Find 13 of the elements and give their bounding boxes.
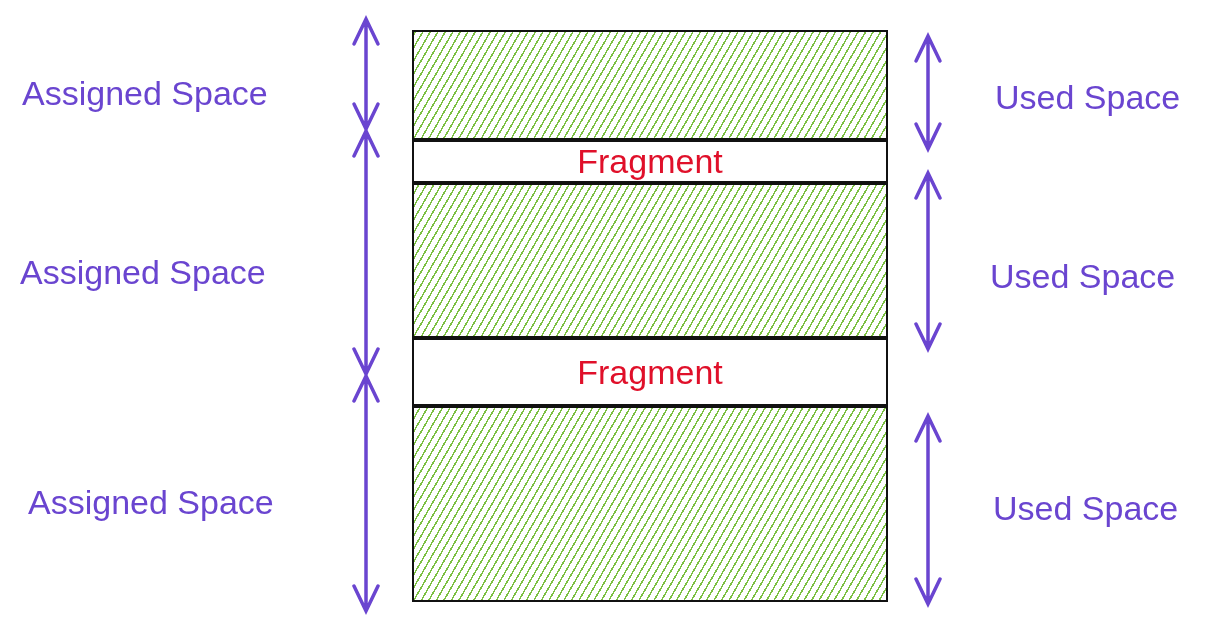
dimension-label: Used Space	[990, 256, 1176, 296]
dimension-label: Assigned Space	[28, 482, 274, 522]
used-memory-block	[412, 183, 888, 338]
fragment-label: Fragment	[577, 352, 723, 392]
dimension-label: Assigned Space	[20, 252, 266, 292]
used-memory-block	[412, 406, 888, 602]
dimension-label: Assigned Space	[22, 73, 268, 113]
fragment-band	[412, 140, 888, 183]
dimension-label: Used Space	[995, 77, 1181, 117]
fragment-label: Fragment	[577, 142, 723, 181]
dimension-label: Used Space	[993, 488, 1179, 528]
fragment-band	[412, 338, 888, 406]
used-memory-block	[412, 30, 888, 140]
